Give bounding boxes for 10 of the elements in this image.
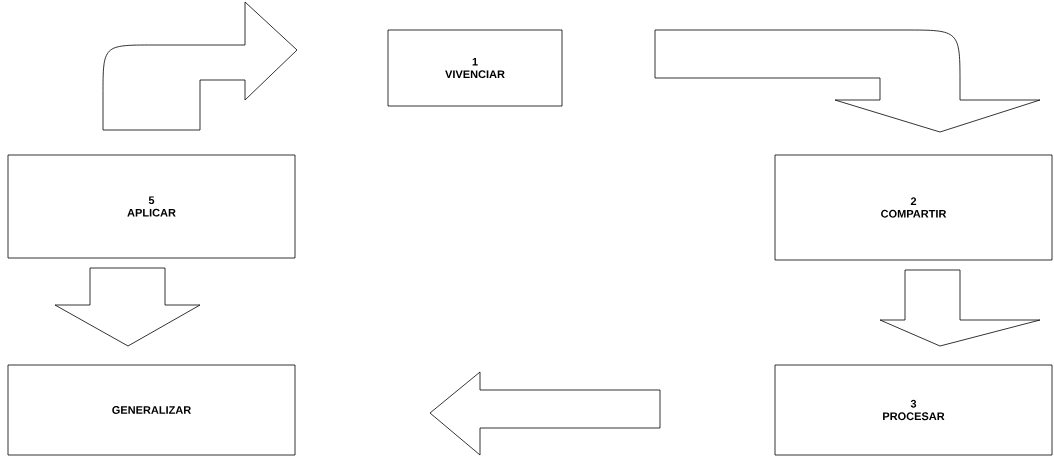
block-arrow xyxy=(102,1,298,131)
step-box: 2 COMPARTIR xyxy=(774,154,1053,261)
block-arrow xyxy=(879,269,1041,347)
block-arrow xyxy=(54,267,201,347)
step-box: 5 APLICAR xyxy=(7,154,296,259)
step-box: 3 PROCESAR xyxy=(774,364,1053,456)
step-box: 1 VIVENCIAR xyxy=(387,29,563,107)
block-arrow xyxy=(654,29,1041,133)
block-arrow xyxy=(429,371,661,456)
step-box: GENERALIZAR xyxy=(7,364,296,456)
